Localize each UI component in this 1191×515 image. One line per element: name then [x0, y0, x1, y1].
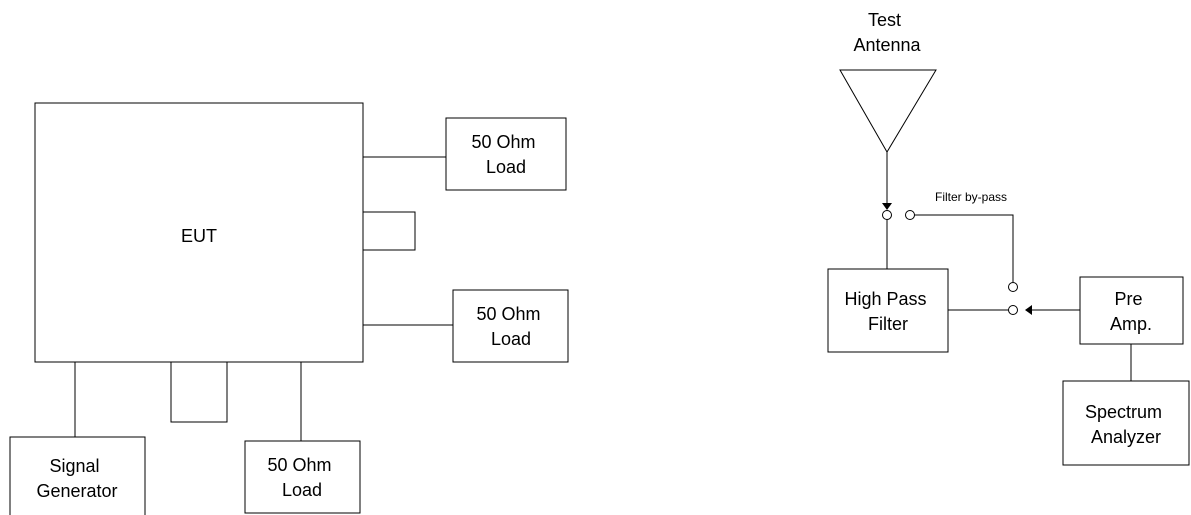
- pre-amp-label: Pre Amp.: [1110, 289, 1152, 334]
- pre-amp-box: [1079, 276, 1184, 345]
- pre-amp-line2: Amp.: [1110, 314, 1152, 334]
- preamp-input-arrow-icon: [1025, 305, 1032, 315]
- load-bottom-line1: 50 Ohm: [267, 455, 331, 475]
- signal-generator-box: [9, 436, 146, 515]
- wire-filter-bypass: [914, 214, 1014, 282]
- test-antenna-line2: Antenna: [853, 35, 921, 55]
- load-right-line2: Load: [491, 329, 531, 349]
- signal-generator-line2: Generator: [36, 481, 117, 501]
- load-bottom-line2: Load: [282, 480, 322, 500]
- eut-label: EUT: [181, 226, 217, 246]
- spectrum-analyzer-label: Spectrum Analyzer: [1085, 402, 1167, 447]
- signal-generator-label: Signal Generator: [36, 456, 117, 501]
- signal-generator-line1: Signal: [49, 456, 99, 476]
- load-bottom-box: [244, 440, 361, 514]
- load-top-line2: Load: [486, 157, 526, 177]
- switch-node-filter-return: [1008, 305, 1018, 315]
- load-top-line1: 50 Ohm: [471, 132, 535, 152]
- load-right-line1: 50 Ohm: [476, 304, 540, 324]
- receive-setup: Test Antenna Filter by-pass High Pass Fi…: [827, 10, 1190, 466]
- switch-node-filter-path: [882, 210, 892, 220]
- high-pass-filter-line2: Filter: [868, 314, 908, 334]
- spectrum-analyzer-line1: Spectrum: [1085, 402, 1162, 422]
- spectrum-analyzer-line2: Analyzer: [1091, 427, 1161, 447]
- eut-bottom-port-stub: [170, 362, 228, 423]
- load-top-box: [445, 117, 567, 191]
- high-pass-filter-line1: High Pass: [844, 289, 926, 309]
- spectrum-analyzer-box: [1062, 380, 1190, 466]
- load-right-label: 50 Ohm Load: [476, 304, 545, 349]
- test-antenna-label: Test Antenna: [853, 10, 921, 55]
- load-bottom-label: 50 Ohm Load: [267, 455, 336, 500]
- high-pass-filter-label: High Pass Filter: [844, 289, 931, 334]
- load-top-label: 50 Ohm Load: [471, 132, 540, 177]
- pre-amp-line1: Pre: [1114, 289, 1142, 309]
- eut-right-port-stub: [363, 211, 416, 251]
- feed-arrow-icon: [882, 203, 892, 210]
- switch-node-bypass-path: [905, 210, 915, 220]
- load-right-box: [452, 289, 569, 363]
- high-pass-filter-box: [827, 268, 949, 353]
- filter-bypass-label: Filter by-pass: [935, 190, 1007, 204]
- eut-box: [34, 102, 364, 363]
- test-antenna-line1: Test: [868, 10, 901, 30]
- switch-node-bypass-return: [1008, 282, 1018, 292]
- antenna-icon: [839, 69, 937, 153]
- eut-setup: EUT 50 Ohm Load 50 Ohm Load Signal Gener…: [9, 102, 569, 515]
